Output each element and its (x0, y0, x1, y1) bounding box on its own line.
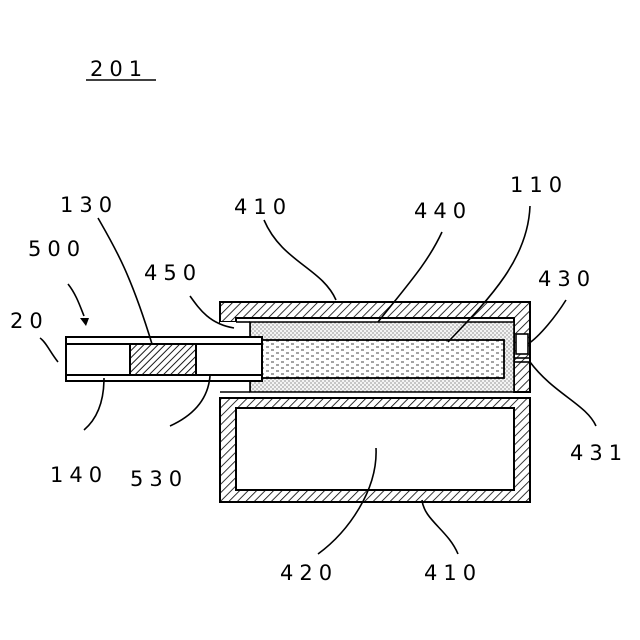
label-410-top: 410 (234, 195, 292, 219)
stick-filter (130, 344, 196, 375)
arrow-head (80, 318, 89, 326)
label-450: 450 (144, 261, 202, 285)
label-530: 530 (130, 467, 188, 491)
liquid-absorber (262, 340, 504, 378)
label-410-bottom: 410 (424, 561, 482, 585)
label-110: 110 (510, 173, 568, 197)
figure-number: 201 (90, 57, 148, 81)
vent-cap (516, 334, 528, 354)
label-430: 430 (538, 267, 596, 291)
power-housing (220, 398, 530, 502)
label-20: 20 (10, 309, 49, 333)
label-440: 440 (414, 199, 472, 223)
label-130: 130 (60, 193, 118, 217)
flavor-stick (66, 337, 262, 381)
label-500: 500 (28, 237, 86, 261)
label-420: 420 (280, 561, 338, 585)
label-431: 431 (570, 441, 628, 465)
label-140: 140 (50, 463, 108, 487)
